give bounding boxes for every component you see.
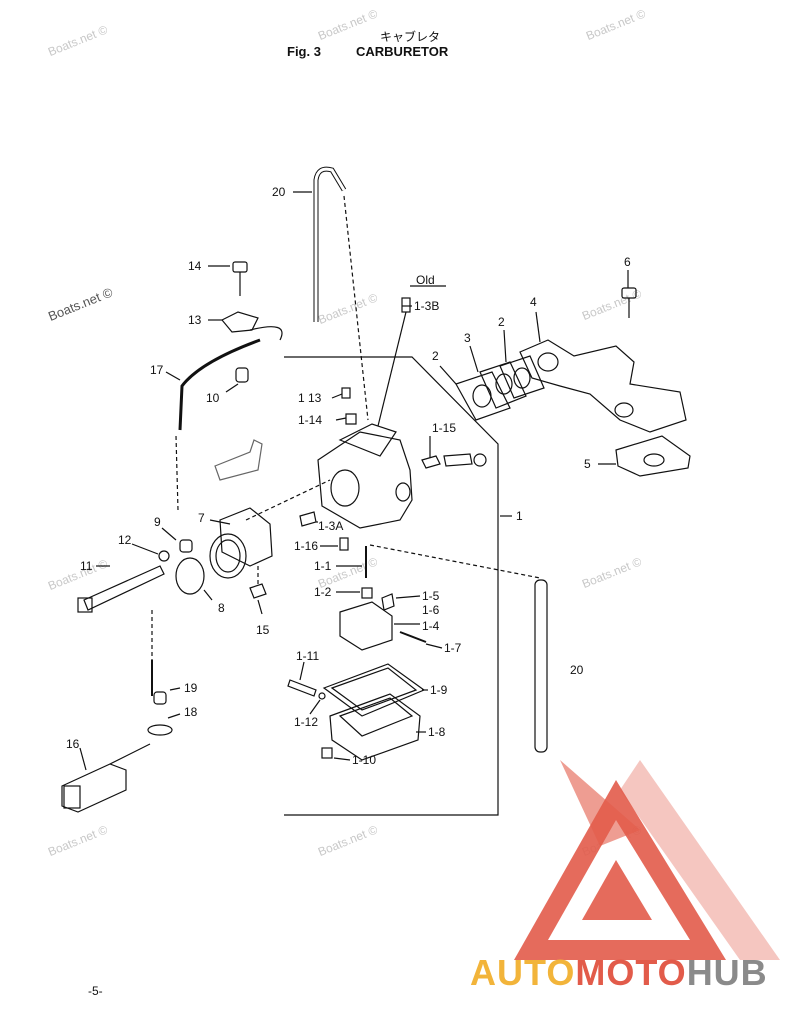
callout: 1 bbox=[516, 509, 523, 523]
callout: 1-6 bbox=[422, 603, 440, 617]
callout: 1-8 bbox=[428, 725, 446, 739]
callout: 1-5 bbox=[422, 589, 440, 603]
screw-1-10 bbox=[321, 747, 333, 759]
washer-12 bbox=[158, 550, 170, 562]
bolt-19 bbox=[153, 691, 167, 705]
valve-1-2 bbox=[361, 587, 373, 599]
insulator-3 bbox=[479, 361, 527, 409]
callout: 5 bbox=[584, 457, 591, 471]
callout: 1-3B bbox=[414, 299, 439, 313]
float-1-4 bbox=[339, 601, 393, 651]
brand-part-auto: AUTO bbox=[470, 952, 576, 993]
nut-15 bbox=[249, 583, 267, 599]
washer-18 bbox=[147, 724, 173, 736]
washer-9 bbox=[179, 539, 193, 553]
intake-manifold-4 bbox=[519, 339, 687, 433]
screw-1-11 bbox=[287, 679, 317, 697]
bushing-10 bbox=[235, 367, 249, 383]
jet-1-3a bbox=[299, 511, 317, 527]
callout: 1-9 bbox=[430, 683, 448, 697]
callout: 9 bbox=[154, 515, 161, 529]
callout: 20 bbox=[272, 185, 286, 199]
callout: 7 bbox=[198, 511, 205, 525]
callout: 3 bbox=[464, 331, 471, 345]
screw-1-15b bbox=[443, 453, 473, 467]
old-label: Old bbox=[416, 273, 435, 287]
plate-13 bbox=[221, 311, 259, 333]
callout: 1 13 bbox=[298, 391, 322, 405]
carburetor-body bbox=[317, 431, 413, 529]
part-1-16 bbox=[339, 537, 349, 551]
clip-1-5 bbox=[381, 593, 395, 611]
callout: 1-3A bbox=[318, 519, 343, 533]
gasket-2-left bbox=[455, 371, 511, 421]
intake-joint-7 bbox=[219, 507, 273, 567]
callout: 1-7 bbox=[444, 641, 462, 655]
gasket-8 bbox=[175, 557, 205, 595]
callout: 11 bbox=[80, 559, 93, 573]
hose-20-top bbox=[313, 166, 347, 322]
callout: 10 bbox=[206, 391, 220, 405]
callout: 4 bbox=[530, 295, 537, 309]
callout: 1-12 bbox=[294, 715, 318, 729]
callout: 1-1 bbox=[314, 559, 332, 573]
callout: 2 bbox=[498, 315, 505, 329]
intake-opening bbox=[209, 533, 247, 579]
callout-labels: 20 14 13 17 10 1 13 1-14 Old 1-3B 1-15 3… bbox=[66, 185, 631, 767]
hose-outline bbox=[214, 439, 263, 481]
carburetor-bore bbox=[330, 469, 360, 507]
callout: 15 bbox=[256, 623, 270, 637]
brand-part-moto: MOTO bbox=[575, 952, 687, 993]
brand-logo bbox=[514, 760, 780, 960]
gasket-5 bbox=[615, 435, 691, 477]
callout: 1-14 bbox=[298, 413, 322, 427]
bolt-11 bbox=[83, 565, 165, 611]
callout: 1-16 bbox=[294, 539, 318, 553]
leader-dashed bbox=[343, 195, 369, 421]
gasket-2-right bbox=[499, 355, 545, 399]
title-japanese: キャブレタ bbox=[379, 30, 440, 44]
brand-part-hub: HUB bbox=[686, 952, 768, 993]
callout: 1-10 bbox=[352, 753, 376, 767]
choke-knob-16 bbox=[61, 763, 127, 813]
hose-20-right bbox=[534, 579, 548, 753]
screw-1-13 bbox=[341, 387, 351, 399]
callout: 18 bbox=[184, 705, 198, 719]
brand-wordmark: AUTOMOTOHUB bbox=[470, 952, 768, 994]
bolt-11-head bbox=[77, 597, 93, 613]
jet-1-3b bbox=[401, 297, 411, 313]
oring-1-12 bbox=[318, 692, 326, 700]
screw-1-15a bbox=[421, 455, 441, 469]
group-bracket bbox=[284, 356, 499, 816]
page-number: -5- bbox=[88, 984, 103, 998]
callout: 12 bbox=[118, 533, 132, 547]
callout: 13 bbox=[188, 313, 202, 327]
callout: 17 bbox=[150, 363, 164, 377]
figure-label: Fig. 3 bbox=[287, 44, 321, 59]
callout: 2 bbox=[432, 349, 439, 363]
callout: 6 bbox=[624, 255, 631, 269]
callout: 19 bbox=[184, 681, 198, 695]
bolt-6 bbox=[621, 287, 637, 299]
callout: 16 bbox=[66, 737, 80, 751]
callout: 1-11 bbox=[296, 649, 319, 663]
pin-1-7 bbox=[399, 631, 427, 643]
callout: 1-4 bbox=[422, 619, 440, 633]
cable-17 bbox=[178, 338, 261, 431]
callout: 8 bbox=[218, 601, 225, 615]
figure-title: CARBURETOR bbox=[356, 44, 449, 59]
spring-1-14 bbox=[345, 413, 357, 425]
bolt-14 bbox=[232, 261, 248, 273]
callout: 14 bbox=[188, 259, 202, 273]
callout: 1-2 bbox=[314, 585, 332, 599]
float-bowl-1-8 bbox=[329, 693, 421, 761]
callout: 1-15 bbox=[432, 421, 456, 435]
callout: 20 bbox=[570, 663, 584, 677]
